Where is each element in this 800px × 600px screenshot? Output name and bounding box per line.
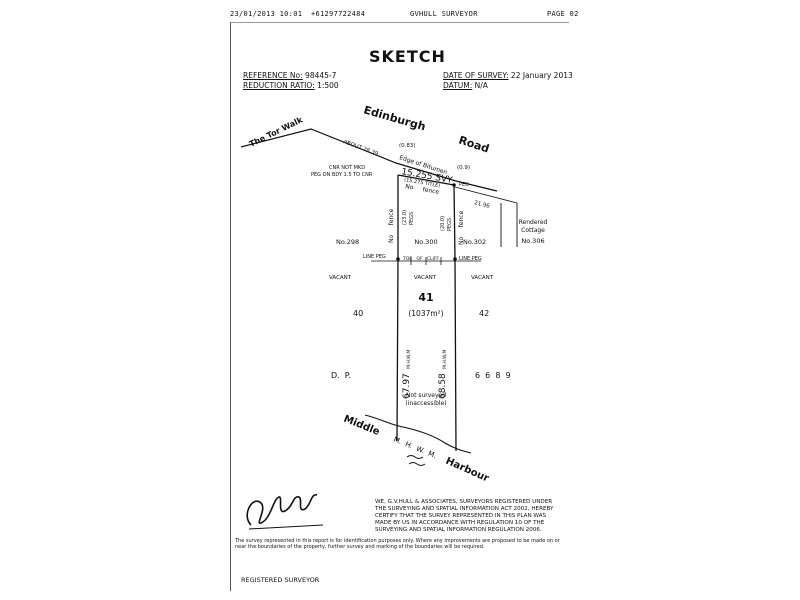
toe-of-cliff-label: TOE OF CLIFF	[402, 256, 439, 262]
pegs-right-dimension: (20.0)	[440, 216, 446, 231]
survey-date-row: DATE OF SURVEY: 22 January 2013	[443, 71, 573, 80]
pegs-right-label: PEGS	[447, 218, 453, 231]
fence-label-left: No fence	[388, 208, 395, 243]
water-symbol-2	[408, 462, 426, 466]
survey-date-value: 22 January 2013	[510, 71, 573, 80]
deposited-plan-number: 6 6 8 9	[475, 371, 511, 380]
house-no-306: No.306	[521, 237, 544, 245]
side-distance-right: 21.96	[474, 200, 491, 210]
reference-value: 98445-7	[305, 71, 337, 80]
house-no-302: No.302	[463, 238, 486, 246]
adjacent-lot-42: 42	[479, 309, 489, 318]
vacant-label-left: VACANT	[329, 275, 352, 281]
lot-number: 41	[418, 291, 433, 304]
side-distance-right-suffix: M.H.W.M	[442, 350, 448, 369]
certification-statement: WE, G.V.HULL & ASSOCIATES, SURVEYORS REG…	[375, 499, 554, 533]
not-surveyed-label-1: Not surveyed	[406, 392, 446, 399]
water-label-middle: Middle	[342, 414, 381, 438]
pegs-left-label: PEGS	[409, 212, 415, 225]
road-alignment-line	[240, 128, 498, 192]
peg-label: PEG	[459, 182, 469, 188]
offset-left-label: (0.83)	[399, 143, 416, 149]
line-peg-right-label: LINE PEG	[459, 256, 482, 262]
reference-label: REFERENCE No:	[243, 71, 303, 80]
peg-marker-line-left	[396, 257, 400, 261]
datum-value: N/A	[474, 81, 488, 90]
fax-page: PAGE 02	[547, 10, 579, 18]
datum-row: DATUM: N/A	[443, 81, 488, 90]
reduction-row: REDUCTION RATIO: 1:500	[243, 81, 339, 90]
fence-line-right	[454, 186, 518, 204]
cnr-note-1: CNR NOT MKD	[329, 165, 365, 171]
about-distance-label: ABOUT 28.39	[342, 139, 379, 157]
rendered-cottage-label-2: Cottage	[521, 227, 545, 234]
road-label-edinburgh: Edinburgh	[362, 103, 427, 133]
peg-marker-line-right	[453, 257, 457, 261]
fax-sender: GVHULL SURVEYOR	[410, 10, 478, 18]
house-no-300: No.300	[414, 238, 437, 246]
datum-label: DATUM:	[443, 81, 473, 90]
survey-document: SKETCH REFERENCE No: 98445-7 REDUCTION R…	[230, 22, 573, 591]
lot-area: (1037m²)	[408, 309, 443, 318]
rendered-cottage-label-1: Rendered	[519, 219, 548, 226]
cnr-note-2: PEG ON BDY 1.5 TO CNR	[311, 172, 373, 178]
deposited-plan-prefix: D. P.	[331, 371, 351, 380]
registered-surveyor-label: REGISTERED SURVEYOR	[241, 576, 320, 584]
water-symbol-1	[406, 455, 424, 459]
fence-label-right: No fence	[458, 210, 465, 245]
side-distance-left: 67.97	[402, 373, 412, 399]
adjacent-lot-40: 40	[353, 309, 363, 318]
tor-walk-label: The Tor Walk	[248, 115, 305, 149]
surveyor-signature	[246, 494, 324, 530]
fax-phone: +61297722484	[311, 10, 366, 18]
not-surveyed-label-2: (inaccessible)	[405, 400, 446, 407]
water-label-harbour: Harbour	[444, 456, 491, 485]
identification-disclaimer: The survey represented in this report is…	[235, 538, 560, 551]
pegs-left-dimension: (23.0)	[402, 210, 408, 225]
fax-datetime: 23/01/2013 10:01	[230, 10, 303, 18]
lot-boundary-right	[453, 184, 457, 452]
survey-date-label: DATE OF SURVEY:	[443, 71, 509, 80]
vacant-label-mid: VACANT	[414, 275, 437, 281]
high-water-mark-line	[364, 414, 472, 454]
document-title: SKETCH	[369, 47, 446, 66]
survey-plan-drawing: Edinburgh Road The Tor Walk ABOUT 28.39 …	[240, 103, 548, 485]
line-peg-left-label: LINE PEG	[363, 254, 386, 260]
peg-marker-front-right	[452, 183, 456, 187]
house-no-298: No.298	[336, 238, 359, 246]
reference-row: REFERENCE No: 98445-7	[243, 71, 336, 80]
lot-boundary-left	[396, 175, 399, 442]
reduction-label: REDUCTION RATIO:	[243, 81, 315, 90]
mhwm-label: M. H. W. M.	[392, 435, 437, 459]
side-distance-left-suffix: M.H.W.M	[406, 350, 412, 369]
reduction-value: 1:500	[317, 81, 339, 90]
road-label-road: Road	[457, 133, 491, 155]
lot-boundary-front	[397, 174, 455, 186]
offset-right-label: (0.9)	[457, 165, 470, 171]
vacant-label-right: VACANT	[471, 275, 494, 281]
side-distance-right-side: 68.58	[438, 373, 448, 399]
